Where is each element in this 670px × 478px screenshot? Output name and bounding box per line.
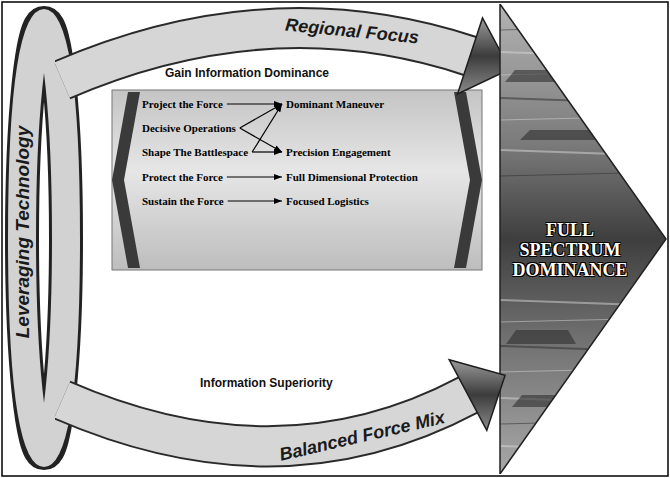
capability-item: Project the Force	[142, 97, 223, 111]
band-arrowhead	[449, 360, 505, 431]
flow-arrow	[252, 151, 282, 152]
photo-streak	[500, 98, 668, 104]
item-label: Shape The Battlespace	[142, 145, 248, 159]
capability-item: Focused Logistics	[286, 194, 369, 208]
arrow-body	[500, 4, 666, 474]
photo-streak	[500, 318, 668, 322]
shape-label: Leveraging Technology	[12, 126, 34, 339]
photo-streak	[500, 346, 668, 352]
flow-arrow	[228, 200, 282, 201]
caption-label: Gain Information Dominance	[165, 66, 329, 81]
photo-texture	[500, 26, 668, 452]
item-label: Dominant Maneuver	[286, 97, 384, 111]
capability-item: Full Dimensional Protection	[286, 170, 418, 184]
photo-streak	[500, 52, 668, 58]
flow-arrow	[240, 104, 282, 128]
arrow-outline	[500, 4, 666, 474]
left-chevron	[112, 92, 140, 268]
capability-item: Sustain the Force	[142, 194, 224, 208]
capability-item: Dominant Maneuver	[286, 97, 384, 111]
item-label: Project the Force	[142, 97, 223, 111]
item-label: Focused Logistics	[286, 194, 369, 208]
flow-arrow	[227, 176, 282, 177]
ship-silhouette	[520, 130, 600, 140]
photo-streak	[500, 116, 668, 120]
item-label: Protect the Force	[142, 170, 223, 184]
photo-streak	[500, 368, 668, 372]
flow-arrow	[252, 104, 282, 152]
photo-streak	[500, 300, 668, 306]
ship-silhouette	[505, 70, 565, 82]
shape-label: FULL SPECTRUM DOMINANCE	[508, 220, 632, 280]
flow-arrow	[227, 103, 282, 104]
curved-arrow-band: Balanced Force Mix	[55, 355, 525, 475]
item-label: Decisive Operations	[142, 121, 236, 135]
photo-streak	[500, 26, 668, 30]
curved-arrow-band: Regional Focus	[55, 0, 525, 110]
capability-item: Shape The Battlespace	[142, 145, 248, 159]
capability-item: Precision Engagement	[286, 145, 391, 159]
goal-arrow: FULL SPECTRUM DOMINANCE	[498, 4, 668, 474]
item-label: Precision Engagement	[286, 145, 391, 159]
photo-streak	[500, 172, 668, 176]
caption-label: Information Superiority	[200, 376, 333, 391]
photo-streak	[500, 446, 668, 452]
photo-streak	[500, 420, 668, 424]
center-panel	[112, 90, 482, 270]
item-label: Full Dimensional Protection	[286, 170, 418, 184]
ship-silhouette	[512, 395, 602, 407]
item-label: Sustain the Force	[142, 194, 224, 208]
ship-silhouette	[506, 330, 576, 344]
right-chevron	[454, 92, 482, 268]
capability-item: Protect the Force	[142, 170, 223, 184]
capability-item: Decisive Operations	[142, 121, 236, 135]
photo-streak	[500, 150, 668, 156]
